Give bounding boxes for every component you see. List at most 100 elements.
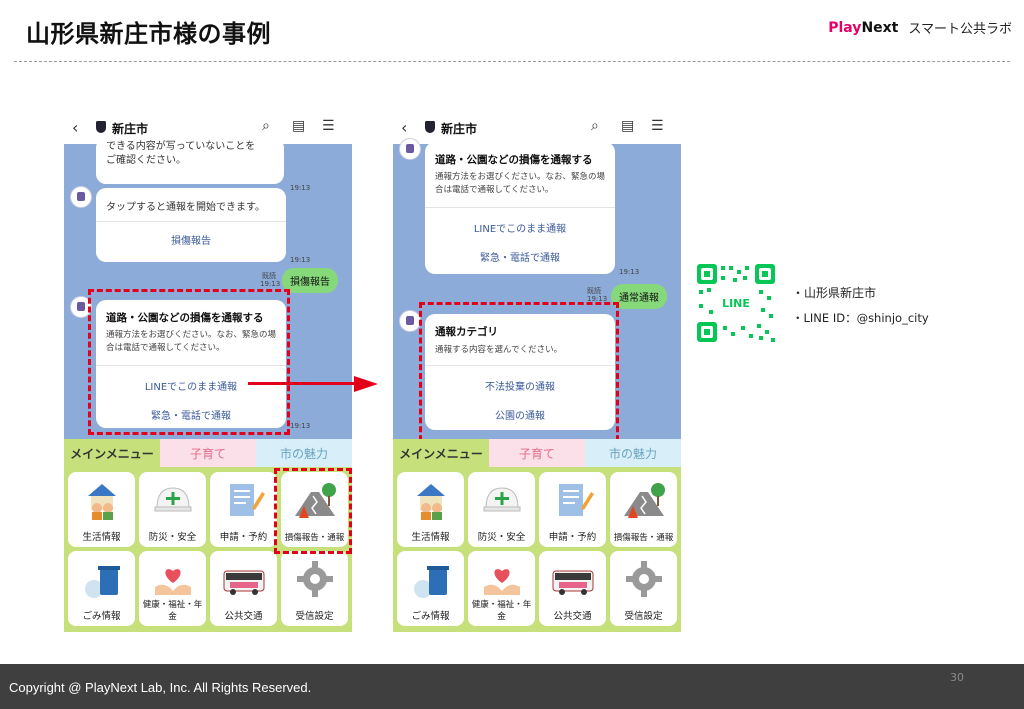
copyright-text: Copyright @ PlayNext Lab, Inc. All Right… bbox=[9, 680, 312, 695]
chat-area: 道路・公園などの損傷を通報する 通報方法をお選びください。なお、緊急の場合は電話… bbox=[393, 138, 681, 439]
timestamp: 19:13 bbox=[290, 422, 311, 430]
timestamp: 19:13 bbox=[290, 256, 311, 264]
notes-icon[interactable]: ▤ bbox=[292, 118, 306, 134]
trash-bin-icon bbox=[413, 566, 449, 598]
phone-screen-left: ‹ 新庄市 ⌕ ▤ ☰ できる内容が写っていないことを ご確認ください。 19:… bbox=[64, 112, 352, 632]
rich-menu: メインメニュー 子育て 市の魅力 生活情報 防災・安全 bbox=[64, 439, 352, 632]
menu-icon[interactable]: ☰ bbox=[651, 118, 664, 134]
tab-main-menu[interactable]: メインメニュー bbox=[393, 439, 489, 467]
bus-icon bbox=[552, 570, 593, 595]
city-avatar bbox=[399, 310, 421, 332]
tab-childcare[interactable]: 子育て bbox=[160, 439, 256, 467]
menu-item-label: 生活情報 bbox=[82, 532, 121, 543]
phone-report-button[interactable]: 緊急・電話で通報 bbox=[151, 411, 231, 422]
slide-title: 山形県新庄市様の事例 bbox=[26, 20, 271, 48]
menu-item-damage-report[interactable]: 損傷報告・通報 bbox=[281, 472, 348, 547]
timestamp: 19:13 bbox=[619, 268, 640, 276]
menu-item-damage-report[interactable]: 損傷報告・通報 bbox=[610, 472, 677, 547]
line-qr-code: LINE bbox=[695, 262, 777, 344]
search-icon[interactable]: ⌕ bbox=[262, 118, 270, 134]
message-text: タップすると通報を開始できます。 bbox=[106, 202, 265, 213]
search-icon[interactable]: ⌕ bbox=[591, 118, 599, 134]
menu-item-life-info[interactable]: 生活情報 bbox=[68, 472, 135, 547]
line-id-text: ・LINE ID：@shinjo_city bbox=[792, 311, 929, 325]
city-avatar bbox=[399, 138, 421, 160]
helmet-icon bbox=[483, 487, 520, 512]
qr-line-label: LINE bbox=[722, 297, 750, 310]
line-report-button[interactable]: LINEでこのまま通報 bbox=[144, 382, 238, 393]
tab-main-menu[interactable]: メインメニュー bbox=[64, 439, 160, 467]
park-report-button[interactable]: 公園の通報 bbox=[495, 411, 545, 422]
menu-item-public-transport[interactable]: 公共交通 bbox=[539, 551, 606, 626]
heart-hands-icon bbox=[483, 569, 520, 595]
menu-item-label: 損傷報告・通報 bbox=[284, 533, 345, 543]
tab-childcare[interactable]: 子育て bbox=[489, 439, 585, 467]
family-house-icon bbox=[87, 484, 116, 520]
document-pen-icon bbox=[558, 484, 594, 516]
read-label: 既読 bbox=[262, 272, 276, 280]
menu-item-label: 防災・安全 bbox=[477, 532, 526, 543]
menu-tabs: メインメニュー 子育て 市の魅力 bbox=[64, 439, 352, 467]
notes-icon[interactable]: ▤ bbox=[621, 118, 635, 134]
menu-item-label: 健康・福祉・年金 bbox=[471, 600, 532, 622]
report-method-card: 道路・公園などの損傷を通報する 通報方法をお選びください。なお、緊急の場合は電話… bbox=[96, 300, 286, 428]
menu-grid: 生活情報 防災・安全 申請・予約 bbox=[397, 472, 677, 626]
menu-grid: 生活情報 防災・安全 申請・予約 bbox=[68, 472, 348, 626]
brand-subtitle: スマート公共ラボ bbox=[908, 22, 1012, 37]
read-label: 既読 bbox=[587, 287, 601, 295]
menu-item-life-info[interactable]: 生活情報 bbox=[397, 472, 464, 547]
menu-item-public-transport[interactable]: 公共交通 bbox=[210, 551, 277, 626]
footer-bar: Copyright @ PlayNext Lab, Inc. All Right… bbox=[0, 664, 1024, 709]
menu-item-label: 公共交通 bbox=[224, 611, 263, 622]
menu-item-label: 防災・安全 bbox=[148, 532, 197, 543]
tab-city-attractions[interactable]: 市の魅力 bbox=[256, 439, 352, 467]
timestamp: 19:13 bbox=[260, 280, 281, 288]
helmet-icon bbox=[154, 487, 191, 512]
family-house-icon bbox=[416, 484, 445, 520]
highlight-box bbox=[274, 468, 352, 554]
rich-menu: メインメニュー 子育て 市の魅力 生活情報 防災・安全 bbox=[393, 439, 681, 632]
illegal-dumping-button[interactable]: 不法投棄の通報 bbox=[485, 382, 555, 393]
heart-hands-icon bbox=[154, 569, 191, 595]
menu-item-label: 受信設定 bbox=[295, 611, 334, 622]
report-method-card: 道路・公園などの損傷を通報する 通報方法をお選びください。なお、緊急の場合は電話… bbox=[425, 142, 615, 274]
menu-item-application[interactable]: 申請・予約 bbox=[539, 472, 606, 547]
back-icon[interactable]: ‹ bbox=[72, 118, 79, 137]
page-number: 30 bbox=[950, 671, 964, 684]
timestamp: 19:13 bbox=[290, 184, 311, 192]
report-category-card: 通報カテゴリ 通報する内容を選んでください。 不法投棄の通報 公園の通報 bbox=[425, 314, 615, 430]
chat-name: 新庄市 bbox=[441, 122, 478, 136]
highlight-box bbox=[88, 289, 290, 435]
menu-item-garbage-info[interactable]: ごみ情報 bbox=[68, 551, 135, 626]
menu-item-label: 申請・予約 bbox=[219, 532, 268, 543]
menu-item-disaster-safety[interactable]: 防災・安全 bbox=[139, 472, 206, 547]
city-avatar bbox=[70, 186, 92, 208]
user-message-bubble: 通常通報 bbox=[611, 284, 667, 309]
menu-item-label: 受信設定 bbox=[624, 611, 663, 622]
header-divider bbox=[14, 61, 1010, 62]
menu-item-health-welfare[interactable]: 健康・福祉・年金 bbox=[139, 551, 206, 626]
gear-icon bbox=[296, 561, 333, 597]
card-title: 道路・公園などの損傷を通報する bbox=[106, 312, 264, 324]
menu-item-health-welfare[interactable]: 健康・福祉・年金 bbox=[468, 551, 535, 626]
menu-item-label: ごみ情報 bbox=[411, 611, 450, 622]
tab-city-attractions[interactable]: 市の魅力 bbox=[585, 439, 681, 467]
timestamp: 19:13 bbox=[587, 295, 608, 303]
phone-report-button[interactable]: 緊急・電話で通報 bbox=[480, 253, 560, 264]
menu-item-notification-settings[interactable]: 受信設定 bbox=[610, 551, 677, 626]
verified-shield-icon bbox=[96, 121, 106, 133]
card-body: 通報方法をお選びください。なお、緊急の場合は電話で通報してください。 bbox=[435, 172, 606, 195]
card-body: 通報方法をお選びください。なお、緊急の場合は電話で通報してください。 bbox=[106, 330, 277, 353]
back-icon[interactable]: ‹ bbox=[401, 118, 408, 137]
document-pen-icon bbox=[229, 484, 265, 516]
menu-item-disaster-safety[interactable]: 防災・安全 bbox=[468, 472, 535, 547]
phone-screen-right: ‹ 新庄市 ⌕ ▤ ☰ 道路・公園などの損傷を通報する 通報方法をお選びください… bbox=[393, 112, 681, 632]
card-title: 通報カテゴリ bbox=[435, 326, 498, 338]
line-report-button[interactable]: LINEでこのまま通報 bbox=[473, 224, 567, 235]
menu-item-garbage-info[interactable]: ごみ情報 bbox=[397, 551, 464, 626]
menu-icon[interactable]: ☰ bbox=[322, 118, 335, 134]
card-body: 通報する内容を選んでください。 bbox=[435, 345, 563, 355]
damage-report-link[interactable]: 損傷報告 bbox=[171, 236, 211, 247]
menu-item-application[interactable]: 申請・予約 bbox=[210, 472, 277, 547]
menu-item-notification-settings[interactable]: 受信設定 bbox=[281, 551, 348, 626]
